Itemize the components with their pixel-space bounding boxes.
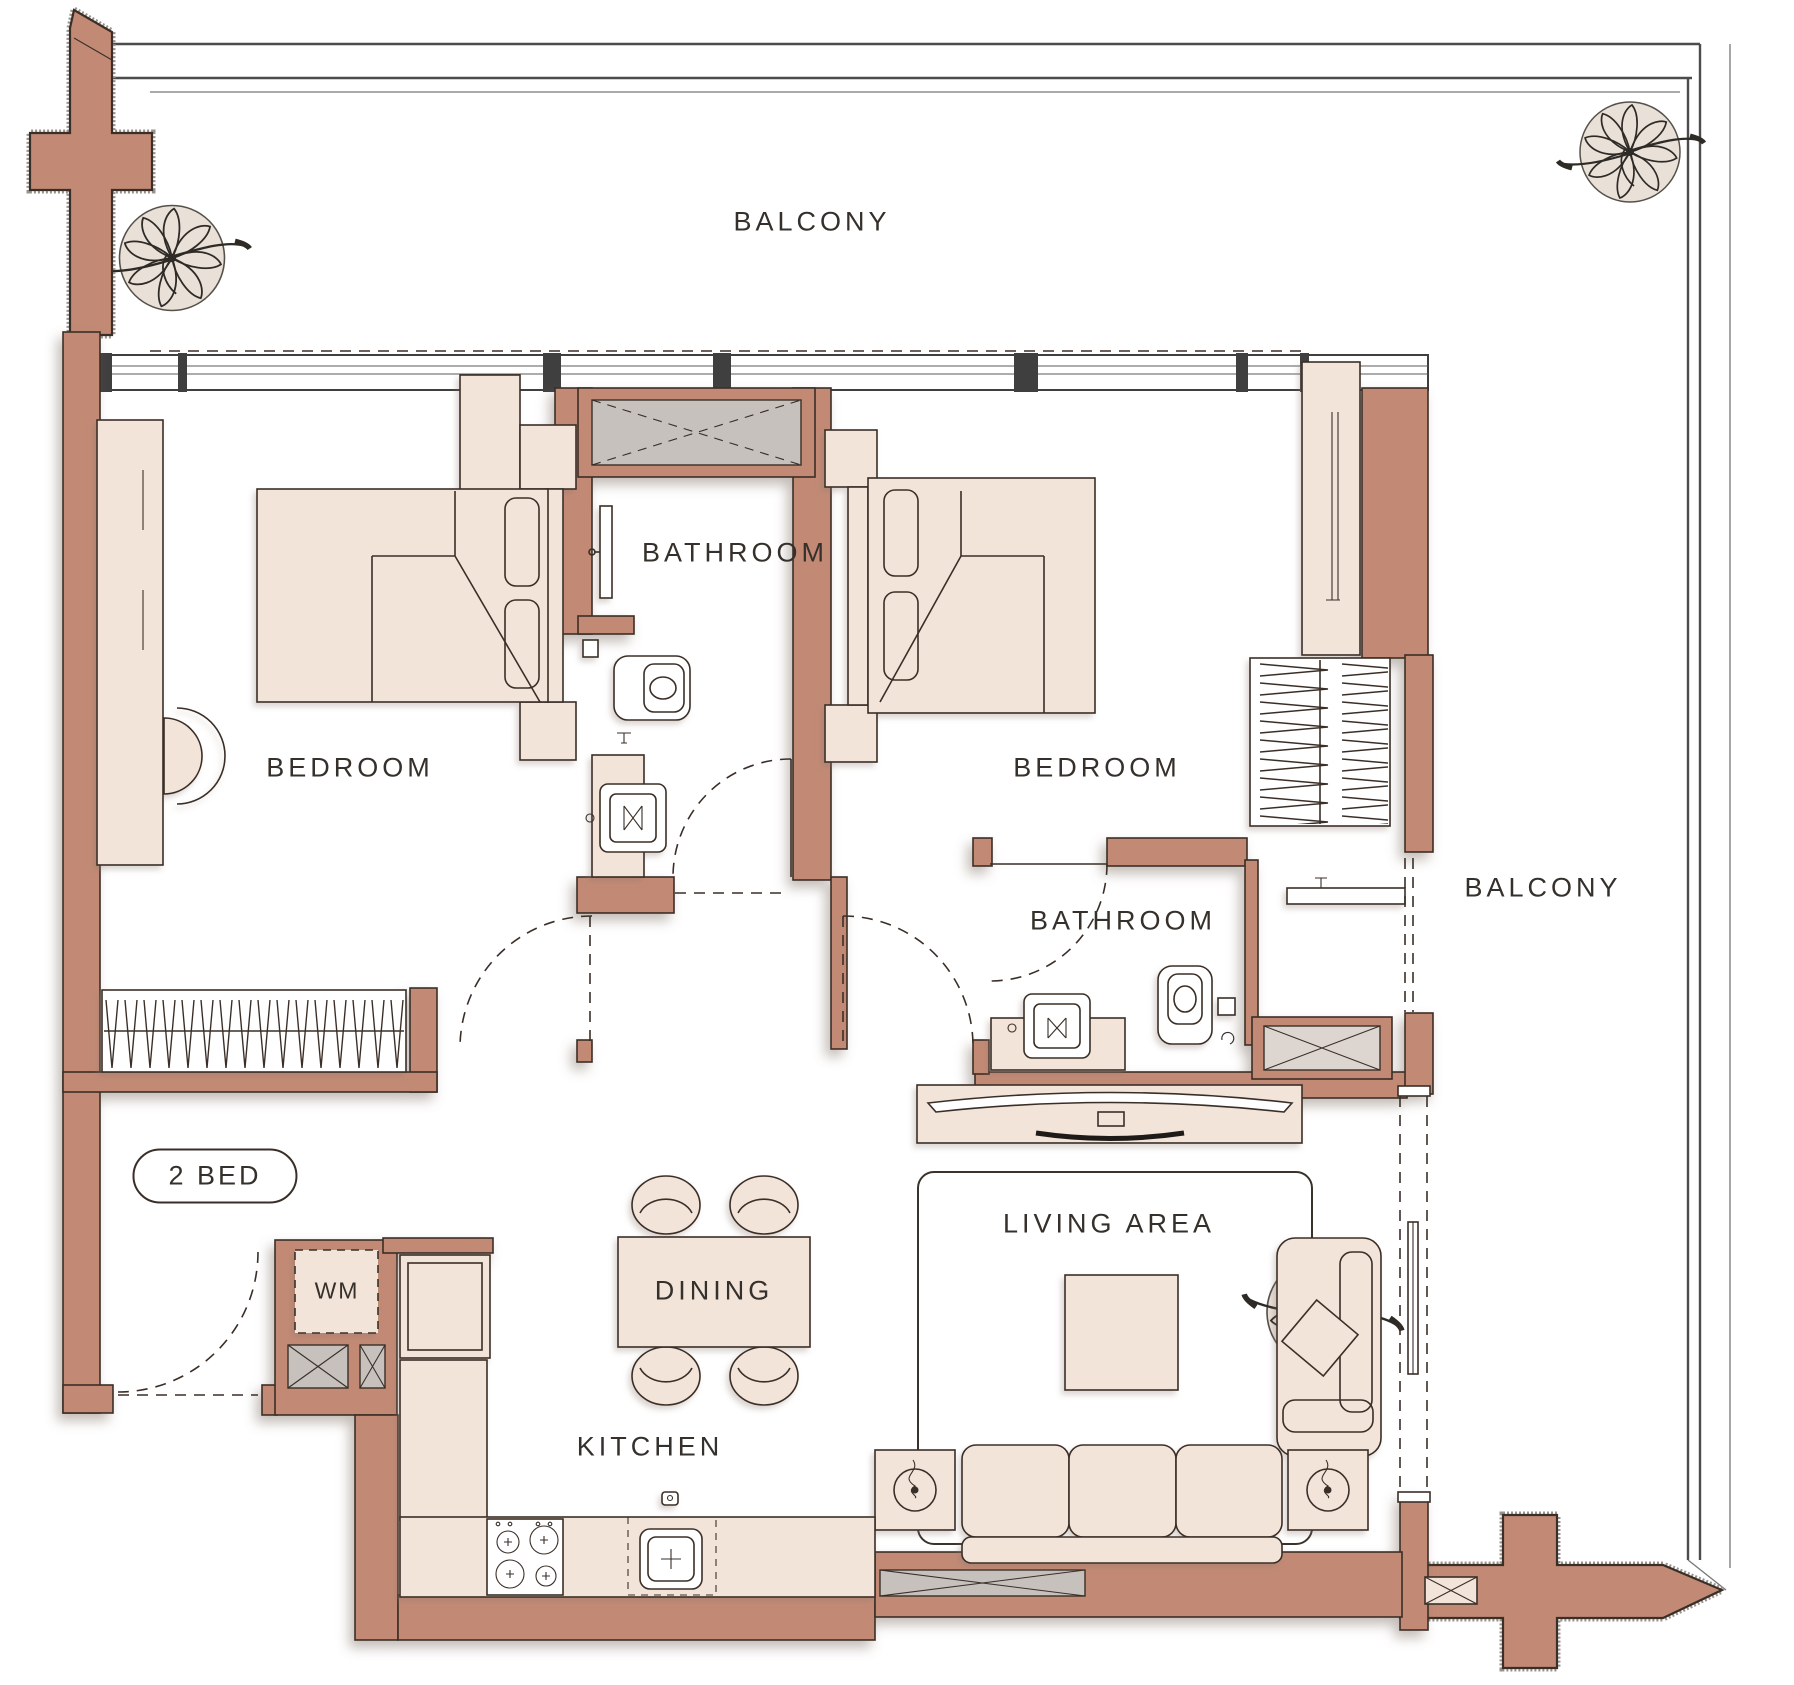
sink-drain-icon bbox=[1047, 1017, 1067, 1039]
bedroom-right-label: BEDROOM bbox=[1013, 752, 1181, 783]
desk-chair bbox=[163, 717, 203, 795]
bathroom-right-label: BATHROOM bbox=[1030, 905, 1216, 936]
balcony-railing bbox=[112, 42, 1731, 1591]
plants bbox=[96, 102, 1704, 1392]
dishwasher-outline bbox=[627, 1516, 717, 1596]
balcony-right-label: BALCONY bbox=[1464, 872, 1622, 903]
doors bbox=[117, 758, 1428, 1492]
living-area-label: LIVING AREA bbox=[1002, 1208, 1216, 1239]
wall bbox=[354, 1414, 399, 1641]
dining-chair bbox=[631, 1175, 701, 1235]
coffee-table bbox=[1064, 1274, 1179, 1391]
wall bbox=[397, 1594, 876, 1641]
dining-chair bbox=[729, 1175, 799, 1235]
pillow bbox=[883, 591, 919, 681]
nightstand bbox=[519, 701, 577, 761]
bed-double bbox=[256, 488, 549, 703]
table-lamp-icon bbox=[1306, 1459, 1350, 1512]
sink-cross bbox=[661, 1549, 681, 1569]
faucet-icon bbox=[1315, 877, 1327, 888]
door-swing bbox=[989, 863, 1108, 982]
plant-icon bbox=[96, 206, 249, 311]
bed-headboard bbox=[847, 486, 869, 706]
towel-rail bbox=[599, 505, 613, 599]
bath-accessory bbox=[1217, 997, 1236, 1016]
dressing-counter bbox=[1286, 887, 1406, 905]
bath-accessory bbox=[582, 639, 599, 658]
dining-chair bbox=[729, 1346, 799, 1406]
wall bbox=[1404, 1012, 1434, 1095]
stove-icon bbox=[486, 1518, 564, 1596]
balcony-top-label: BALCONY bbox=[733, 206, 891, 237]
kitchen-label: KITCHEN bbox=[576, 1431, 724, 1462]
wall bbox=[1361, 387, 1429, 659]
balcony-slider-opening bbox=[1399, 1096, 1428, 1492]
desk-dresser bbox=[96, 419, 164, 866]
pillow bbox=[504, 599, 540, 689]
dining-label: DINING bbox=[654, 1275, 774, 1306]
wall bbox=[62, 331, 101, 1414]
pillow bbox=[883, 489, 919, 577]
wall bbox=[972, 1039, 990, 1075]
tall-cabinet bbox=[1301, 361, 1361, 656]
wall bbox=[62, 1071, 438, 1093]
shafts-and-markers bbox=[287, 399, 1478, 1605]
plant-icon bbox=[1558, 102, 1704, 202]
washing-machine bbox=[294, 1249, 379, 1334]
faucet-icon bbox=[661, 1491, 679, 1506]
window-mullions bbox=[100, 353, 1309, 392]
fridge bbox=[399, 1254, 491, 1359]
dining-table bbox=[617, 1236, 811, 1348]
dining-chair bbox=[631, 1346, 701, 1406]
washing-machine-label: WM bbox=[314, 1277, 360, 1304]
duvet-fold bbox=[879, 491, 1045, 713]
wall bbox=[1399, 1493, 1429, 1631]
tv-icon bbox=[926, 1091, 1294, 1113]
window-band-top bbox=[99, 353, 1429, 392]
table-lamp-icon bbox=[893, 1459, 937, 1512]
wall bbox=[576, 1039, 593, 1063]
bedroom-left-label: BEDROOM bbox=[266, 752, 434, 783]
sink-drain-icon bbox=[623, 805, 643, 831]
nightstand bbox=[824, 704, 878, 763]
toilet-paper-icon bbox=[1221, 1031, 1235, 1045]
faucet-icon bbox=[617, 732, 631, 744]
kitchen-counter bbox=[399, 1516, 876, 1598]
sink-icon bbox=[1023, 993, 1091, 1059]
structural-columns bbox=[26, 4, 1731, 1672]
door-swing bbox=[672, 758, 792, 878]
unit-type-badge: 2 BED bbox=[132, 1148, 298, 1204]
sofa-cushion bbox=[1175, 1444, 1283, 1538]
duvet-fold bbox=[371, 491, 541, 703]
sofa-cushion bbox=[1068, 1444, 1177, 1538]
door-swing bbox=[459, 915, 593, 1049]
wall bbox=[576, 876, 675, 914]
nightstand bbox=[519, 424, 577, 490]
stove-burners bbox=[495, 1521, 559, 1589]
sofa-cushion bbox=[961, 1444, 1070, 1538]
furniture bbox=[96, 361, 1406, 1598]
sofa-base bbox=[961, 1536, 1283, 1564]
entry-door-swing bbox=[117, 1251, 259, 1393]
kitchen-counter bbox=[399, 1359, 488, 1521]
throw-pillow bbox=[1280, 1298, 1360, 1378]
wardrobe-unit bbox=[459, 374, 521, 491]
details bbox=[142, 412, 1431, 1596]
wall bbox=[577, 615, 635, 635]
cabinet-handle bbox=[1326, 412, 1340, 601]
wall bbox=[830, 876, 848, 1050]
wall bbox=[972, 837, 993, 867]
wall bbox=[62, 1384, 114, 1414]
door-swing bbox=[842, 915, 974, 1047]
pillow bbox=[504, 497, 540, 587]
wall bbox=[1106, 837, 1248, 867]
toilet-icon bbox=[1157, 965, 1213, 1045]
toilet-icon bbox=[613, 655, 691, 721]
balcony-door-opening bbox=[1404, 858, 1414, 1012]
bathroom-top-label: BATHROOM bbox=[642, 537, 828, 568]
wall bbox=[382, 1237, 494, 1254]
wall bbox=[1404, 654, 1434, 853]
